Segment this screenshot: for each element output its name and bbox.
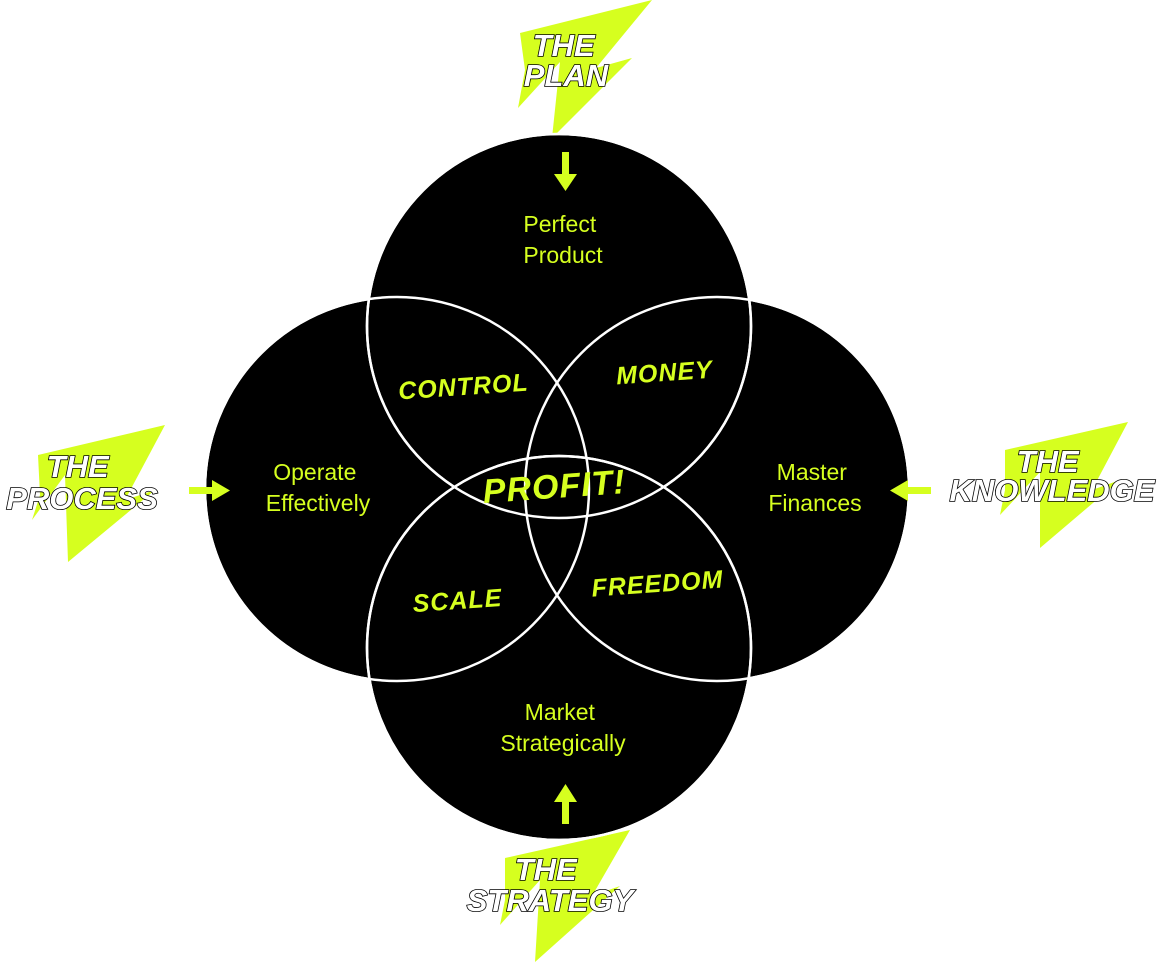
circle-left-label: Operate Effectively xyxy=(266,459,371,516)
lightning-bolt-icon xyxy=(500,830,630,962)
lightning-bolt-icon xyxy=(32,425,165,562)
circle-bottom-outline xyxy=(365,454,753,842)
circle-top-outline xyxy=(365,132,753,520)
circle-bottom xyxy=(365,454,753,842)
lightning-bolt-icon xyxy=(518,0,652,138)
lightning-bolt-icon xyxy=(1000,422,1128,548)
arrow-down-icon xyxy=(554,152,577,191)
overlap-scale-label: SCALE xyxy=(412,584,504,618)
badge-the-plan: THE PLAN xyxy=(524,28,609,93)
circle-top-label: Perfect Product xyxy=(523,211,603,268)
badge-the-strategy: THE STRATEGY xyxy=(467,852,637,918)
circle-right-label: Master Finances xyxy=(768,459,861,516)
badge-the-knowledge: THE KNOWLEDGE xyxy=(950,444,1156,508)
circle-bottom-label: Market Strategically xyxy=(500,699,626,756)
badge-the-process: THE PROCESS xyxy=(6,449,158,516)
overlap-money-label: MONEY xyxy=(615,356,715,391)
arrow-left-icon xyxy=(890,480,931,501)
arrow-up-icon xyxy=(554,784,577,824)
arrow-right-icon xyxy=(189,480,230,501)
